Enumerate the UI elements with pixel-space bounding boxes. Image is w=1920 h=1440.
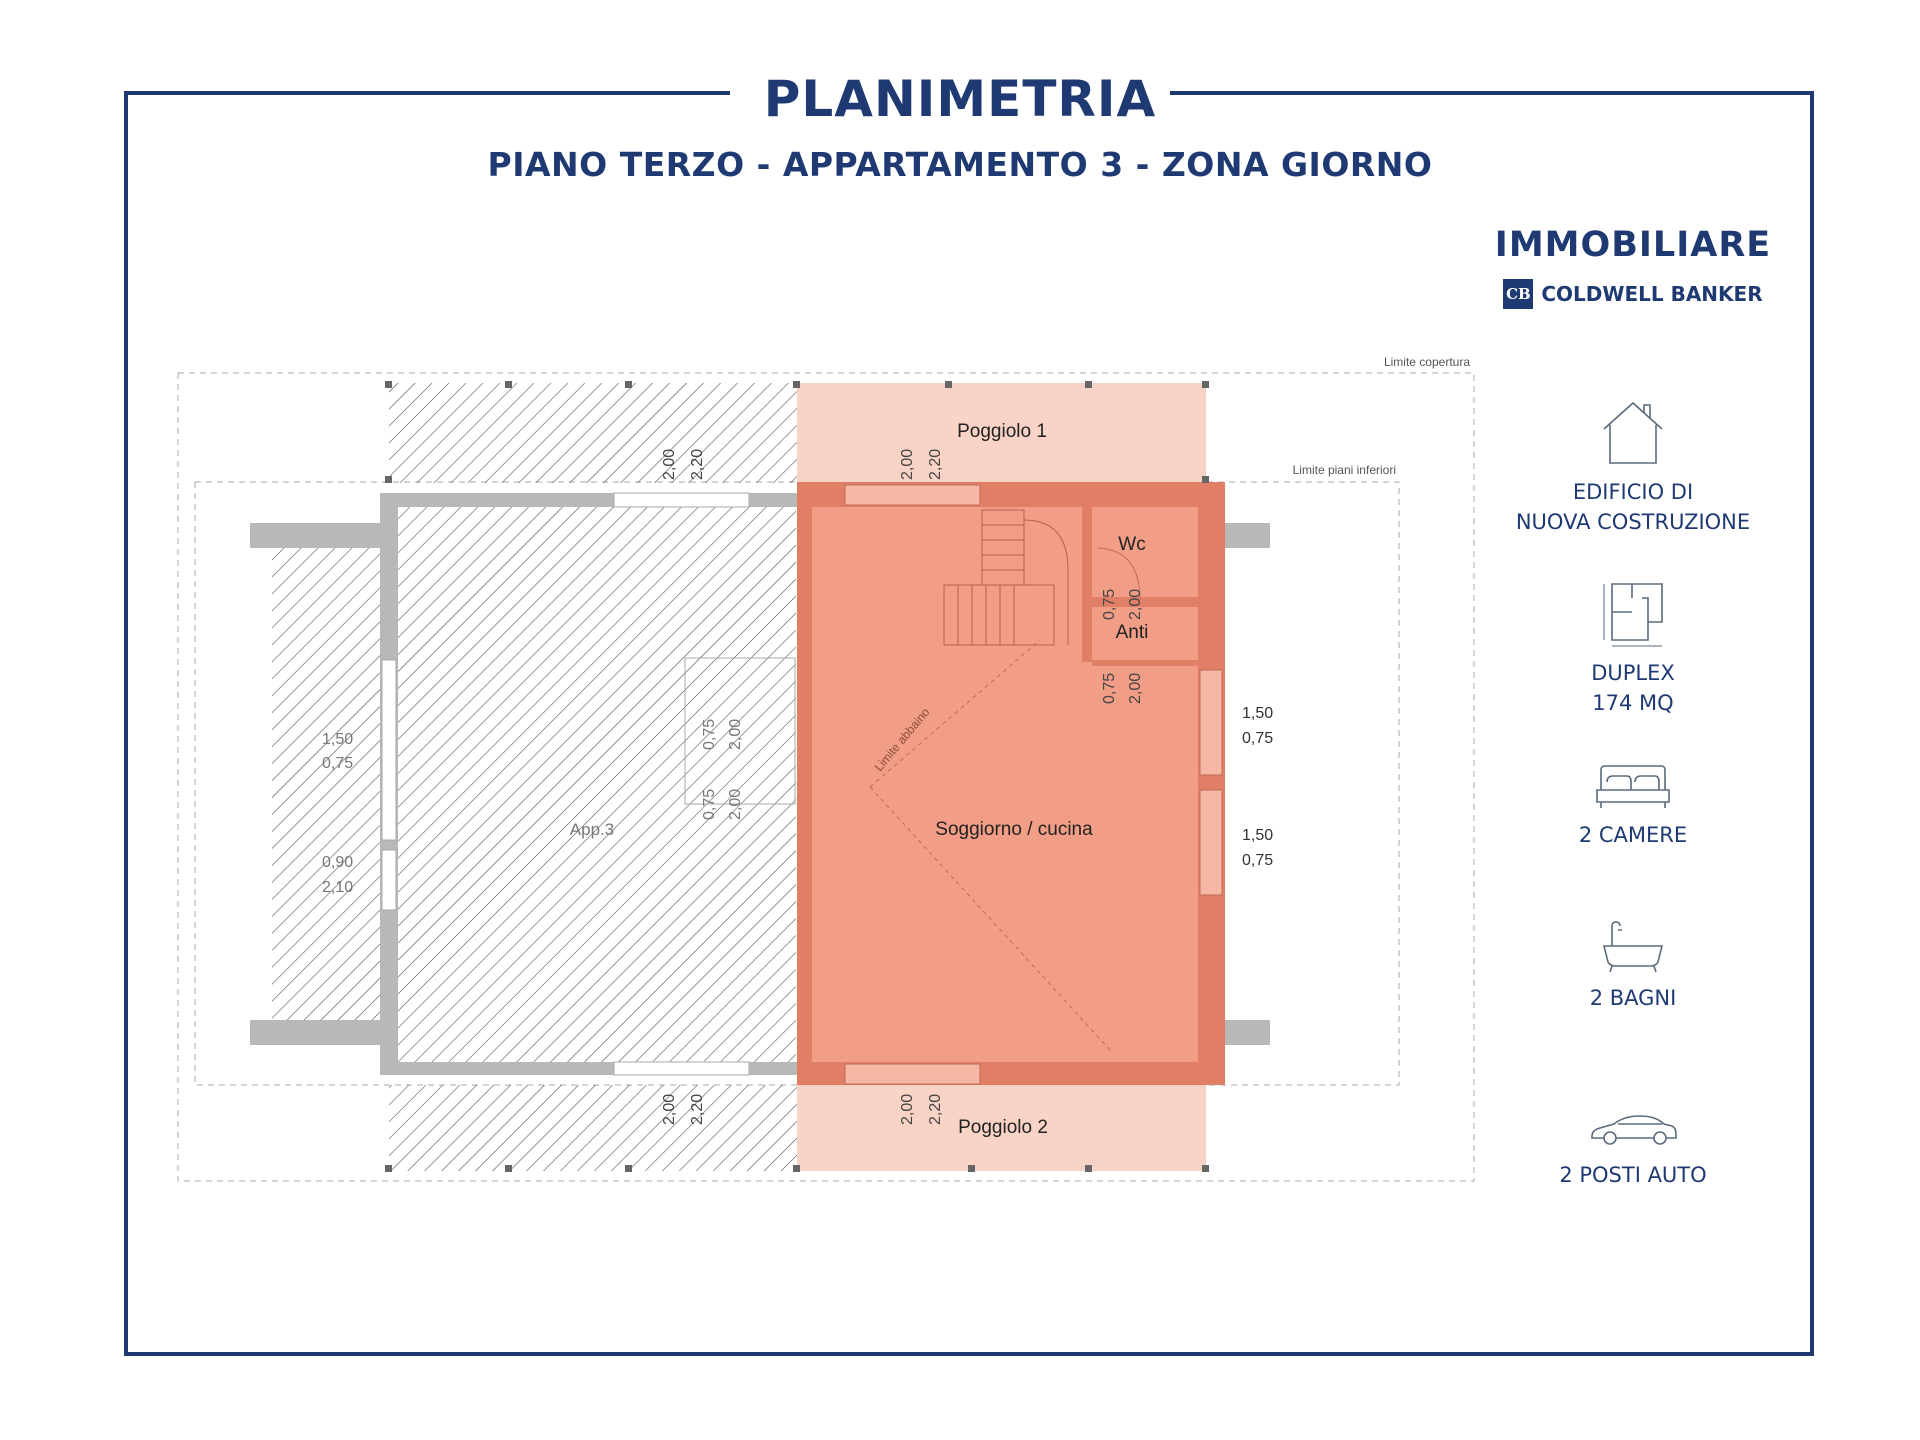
label-wc: Wc xyxy=(1118,534,1145,555)
dim-left-door-a: 0,90 xyxy=(322,854,353,871)
company-name: COLDWELL BANKER xyxy=(1541,282,1763,306)
dim-right-win2-a: 1,50 xyxy=(1242,827,1273,844)
feature-parking: 2 POSTI AUTO xyxy=(1488,1110,1778,1190)
anti-wall xyxy=(1092,660,1198,666)
bed-icon xyxy=(1596,765,1670,808)
right-wall-top xyxy=(1225,523,1270,548)
dim-right-win1-b: 0,75 xyxy=(1242,730,1273,747)
dim-anti-a: 0,75 xyxy=(1101,673,1118,704)
dim-right-win2-b: 0,75 xyxy=(1242,852,1273,869)
feature-line1: 2 BAGNI xyxy=(1589,986,1677,1010)
feature-line1: EDIFICIO DI xyxy=(1572,480,1694,504)
hatched-terrace-left xyxy=(272,547,380,1020)
page-subtitle: PIANO TERZO - APPARTAMENTO 3 - ZONA GIOR… xyxy=(487,145,1433,184)
left-wall-top xyxy=(250,523,398,548)
feature-line1: DUPLEX xyxy=(1591,661,1675,685)
dim-left-win-b: 0,75 xyxy=(322,755,353,772)
dim-inner2-a: 0,75 xyxy=(701,789,718,820)
window-right-1 xyxy=(1199,669,1223,776)
bathtub-icon xyxy=(1602,921,1664,973)
feature-new-building: EDIFICIO DI NUOVA COSTRUZIONE xyxy=(1488,395,1778,537)
floorplan-icon xyxy=(1603,583,1663,647)
roof-limit-line xyxy=(177,372,1475,1182)
label-app3: App.3 xyxy=(570,820,614,839)
window-right-2 xyxy=(1199,789,1223,896)
feature-line1: 2 CAMERE xyxy=(1578,823,1688,847)
dim-top-mid-b: 2,20 xyxy=(927,449,944,480)
dim-right-win1-a: 1,50 xyxy=(1242,705,1273,722)
label-balcony-2: Poggiolo 2 xyxy=(958,1117,1048,1138)
hatched-roof-bottom xyxy=(389,1085,797,1171)
feature-bathrooms: 2 BAGNI xyxy=(1488,918,1778,1013)
brand-company: CB COLDWELL BANKER xyxy=(1488,279,1778,309)
staircase xyxy=(943,509,1069,646)
window-bottom xyxy=(844,1063,981,1085)
feature-duplex: DUPLEX 174 MQ xyxy=(1488,578,1778,718)
page-title: PLANIMETRIA xyxy=(763,70,1157,128)
window-app3-top xyxy=(613,492,750,508)
window-app3-bottom xyxy=(613,1061,750,1076)
dim-wc-b: 2,00 xyxy=(1127,589,1144,620)
coldwell-banker-logo-icon: CB xyxy=(1503,279,1534,309)
label-balcony-1: Poggiolo 1 xyxy=(957,421,1047,442)
living-zone-highlight xyxy=(797,482,1225,1085)
dim-top-left-a: 2,00 xyxy=(661,449,678,480)
dim-wc-a: 0,75 xyxy=(1101,589,1118,620)
balcony-2 xyxy=(797,1085,1206,1171)
dim-inner2-b: 2,00 xyxy=(727,789,744,820)
app3-stair-void xyxy=(684,657,796,805)
balcony-1 xyxy=(797,383,1206,483)
dim-inner1-a: 0,75 xyxy=(701,719,718,750)
dim-top-left-b: 2,20 xyxy=(689,449,706,480)
dim-anti-b: 2,00 xyxy=(1127,673,1144,704)
dim-top-mid-a: 2,00 xyxy=(899,449,916,480)
dormer-limit-line xyxy=(869,639,1111,1051)
brand-block: IMMOBILIARE CB COLDWELL BANKER xyxy=(1488,225,1778,309)
feature-bedrooms: 2 CAMERE xyxy=(1488,760,1778,850)
dim-bottom-left-b: 2,20 xyxy=(689,1094,706,1125)
feature-line1: 2 POSTI AUTO xyxy=(1559,1163,1707,1187)
house-icon xyxy=(1603,401,1663,464)
dim-bottom-mid-a: 2,00 xyxy=(899,1094,916,1125)
dim-inner1-b: 2,00 xyxy=(727,719,744,750)
balcony-posts xyxy=(385,381,1209,1172)
label-anti: Anti xyxy=(1116,622,1149,643)
dim-left-win-a: 1,50 xyxy=(322,731,353,748)
wc-wall xyxy=(1082,507,1092,662)
right-wall-bottom xyxy=(1225,1020,1270,1045)
wc-anti-wall xyxy=(1092,597,1198,607)
door-swing-icon xyxy=(1097,547,1141,601)
car-icon xyxy=(1591,1115,1677,1145)
window-top xyxy=(844,484,981,506)
hatched-app3 xyxy=(398,507,796,1062)
dim-bottom-left-a: 2,00 xyxy=(661,1094,678,1125)
dim-bottom-mid-b: 2,20 xyxy=(927,1094,944,1125)
label-living-kitchen: Soggiorno / cucina xyxy=(935,819,1093,840)
door-app3-left xyxy=(381,849,397,911)
left-wall-bottom xyxy=(250,1020,398,1045)
dim-left-door-b: 2,10 xyxy=(322,879,353,896)
window-app3-left xyxy=(381,659,397,841)
hatched-roof-top xyxy=(389,383,797,483)
label-roof-limit: Limite copertura xyxy=(1384,355,1470,369)
title-gap xyxy=(730,80,1170,104)
brand-name: IMMOBILIARE xyxy=(1494,225,1772,265)
feature-line2: 174 MQ xyxy=(1592,691,1674,715)
feature-line2: NUOVA COSTRUZIONE xyxy=(1515,510,1751,534)
label-lower-floors-limit: Limite piani inferiori xyxy=(1293,463,1396,477)
